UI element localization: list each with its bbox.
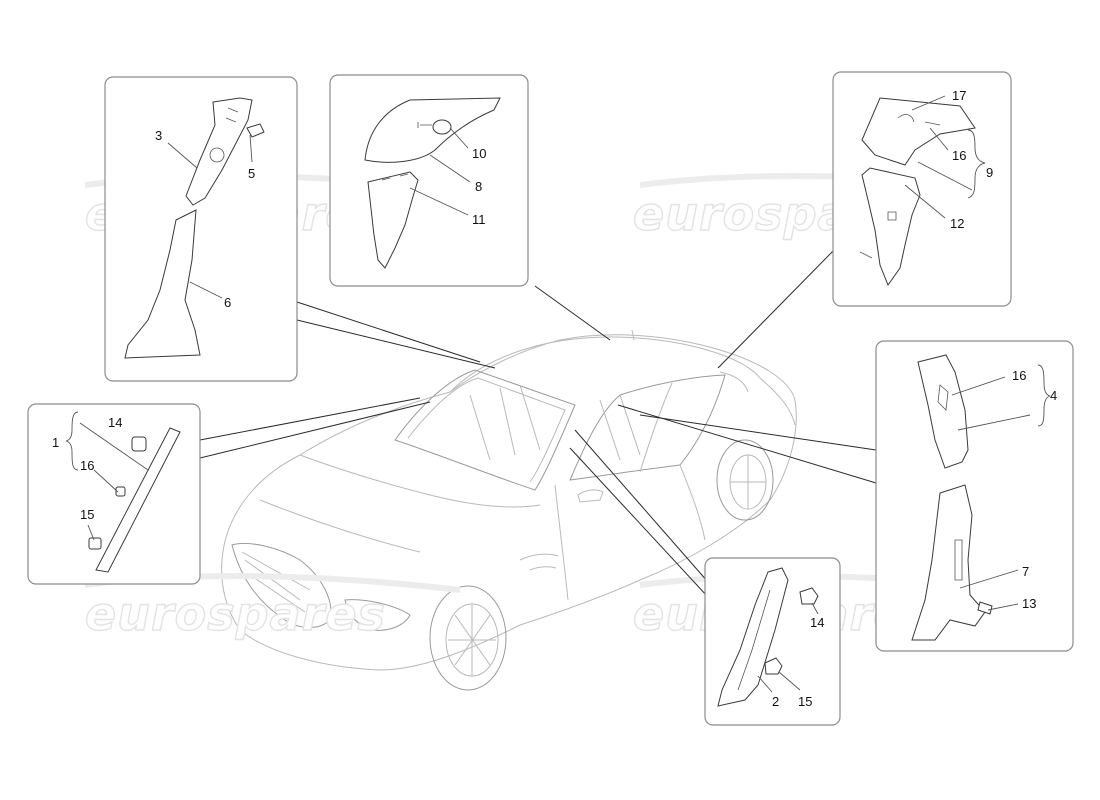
upper-trim-part-17 [861,97,976,166]
panel-rear-quarter-trim: 10 8 11 [329,74,529,287]
panel-a-pillar-lower-trim: 14 15 2 [704,557,841,726]
callout-5: 5 [248,166,255,181]
callout-9: 9 [986,165,993,180]
callout-13: 13 [1022,596,1036,611]
lower-a-pillar-trim-part-2 [717,567,789,707]
callout-8: 8 [475,179,482,194]
panel-c-pillar-trim: 17 16 9 12 [832,71,1012,307]
callout-16-right: 16 [1012,368,1026,383]
callout-14-left: 14 [108,415,122,430]
clip-part-15-left [88,537,102,550]
callout-1: 1 [52,435,59,450]
callout-4: 4 [1050,388,1057,403]
callout-17: 17 [952,88,966,103]
lower-b-pillar-part-7 [911,484,986,641]
callout-2: 2 [772,694,779,709]
clip-part-15-bottom [764,657,783,675]
callout-11: 11 [472,212,486,227]
callout-14-bottom: 14 [810,615,824,630]
fastener-part-13 [977,601,993,615]
fastener-part-10 [432,119,452,135]
callout-15-left: 15 [80,507,94,522]
lower-pillar-trim-part [124,209,201,359]
clip-part-16-left [115,486,126,497]
upper-pillar-trim-part [185,97,253,206]
callout-3: 3 [155,128,162,143]
callout-6: 6 [224,295,231,310]
callout-10: 10 [472,146,486,161]
callout-16-left: 16 [80,458,94,473]
quarter-trim-part-11 [367,171,419,269]
panel-b-pillar-trim: 16 4 7 13 [875,340,1074,652]
callout-15-bottom: 15 [798,694,812,709]
callout-12: 12 [950,216,964,231]
callout-16-top: 16 [952,148,966,163]
upper-b-pillar-part [917,354,969,469]
panel-leader-lines [199,247,877,611]
quarter-trim-part-8 [364,97,501,163]
callout-7: 7 [1022,564,1029,579]
c-pillar-trim-part-12 [861,167,921,287]
clip-part-14-bottom [799,587,819,605]
watermark-text-3: eurospares [85,587,386,641]
clip-part-5 [246,123,265,138]
car-outline [221,329,797,691]
panel-windshield-pillar: 1 14 16 15 [27,403,201,585]
windshield-pillar-trim [95,427,181,573]
clip-part-14-left [131,436,147,452]
panel-a-pillar-trim: 3 5 6 [104,76,298,382]
